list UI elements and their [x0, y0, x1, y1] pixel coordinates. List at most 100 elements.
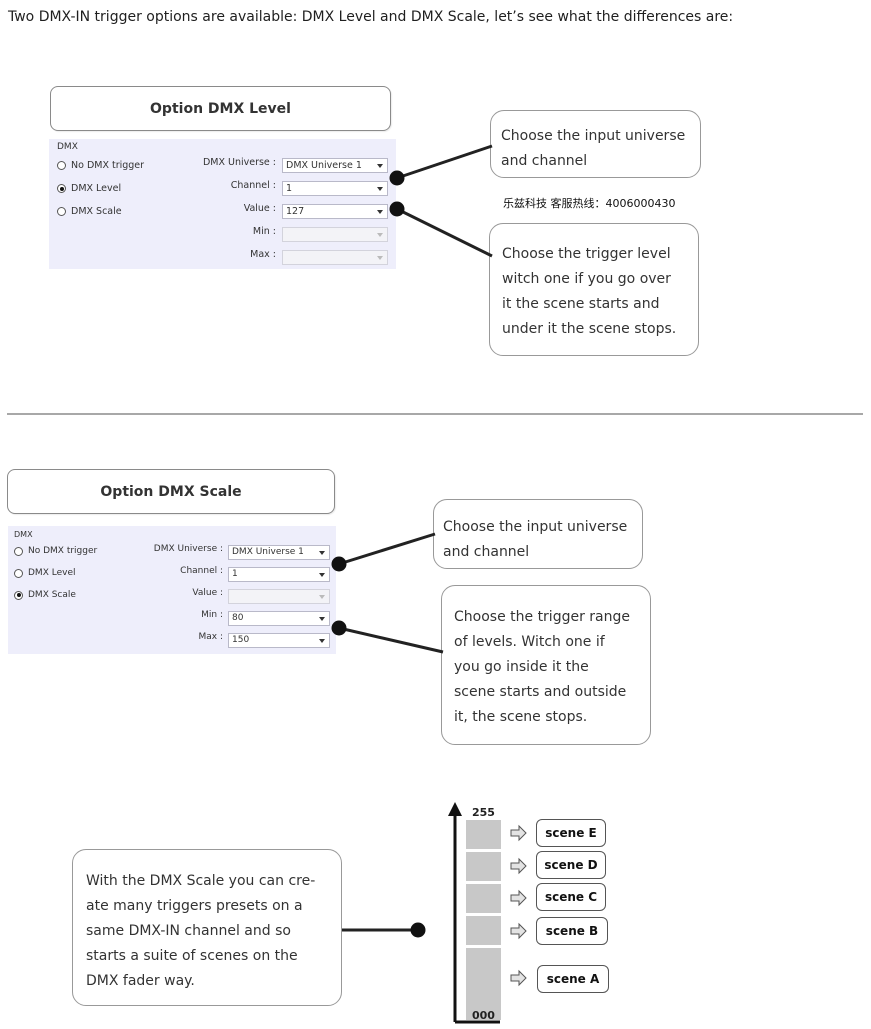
chevron-down-icon — [319, 573, 325, 577]
option-level-title: Option DMX Level — [50, 86, 391, 131]
connector-dot — [389, 170, 405, 186]
option-scale-title: Option DMX Scale — [7, 469, 335, 514]
field-label-universe: DMX Universe : — [153, 544, 223, 554]
field-label-channel: Channel : — [230, 180, 276, 191]
note-line: same DMX-IN channel and so — [86, 923, 291, 939]
callout-line: it the scene starts and — [502, 296, 660, 312]
connector-dot — [331, 620, 347, 636]
chevron-down-icon — [319, 639, 325, 643]
callout-line: Choose the input universe — [443, 519, 628, 535]
note-line: starts a suite of scenes on the — [86, 948, 298, 964]
field-label-min: Min : — [201, 610, 223, 620]
select-value: DMX Universe 1 — [232, 547, 304, 557]
note-line: DMX fader way. — [86, 973, 195, 989]
scene-d-box: scene D — [536, 851, 606, 879]
select-value: 150 — [232, 635, 250, 645]
fader-segment-b — [466, 916, 501, 945]
callout-line: and channel — [501, 153, 588, 169]
field-label-min: Min : — [252, 226, 276, 237]
select-value: 1 — [232, 569, 238, 579]
chevron-down-icon — [319, 617, 325, 621]
select-value: 127 — [286, 206, 305, 217]
min-select — [282, 227, 388, 242]
fader-segment-a — [466, 948, 501, 1020]
min-select[interactable]: 80 — [228, 611, 330, 626]
scene-e-box: scene E — [536, 819, 606, 847]
chevron-down-icon — [377, 187, 383, 191]
connector-dot — [331, 556, 347, 572]
scale-connectors — [331, 532, 444, 654]
callout-line: and channel — [443, 544, 530, 560]
radio-dmx-scale[interactable]: DMX Scale — [14, 590, 76, 600]
arrow-right-icon — [510, 824, 527, 842]
radio-label: No DMX trigger — [71, 160, 145, 171]
callout-line: it, the scene stops. — [454, 709, 588, 725]
connector-line — [338, 626, 444, 654]
radio-dmx-scale[interactable]: DMX Scale — [57, 206, 122, 217]
callout-input-universe: Choose the input universe and channel — [490, 110, 701, 178]
chevron-down-icon — [377, 233, 383, 237]
universe-select[interactable]: DMX Universe 1 — [282, 158, 388, 173]
arrow-right-icon — [510, 857, 527, 875]
callout-trigger-level: Choose the trigger level witch one if yo… — [489, 223, 699, 356]
connector-line — [396, 144, 493, 180]
radio-indicator — [57, 207, 66, 216]
radio-label: DMX Level — [71, 183, 122, 194]
value-select — [228, 589, 330, 604]
chevron-down-icon — [377, 210, 383, 214]
radio-label: DMX Level — [28, 568, 76, 578]
field-label-max: Max : — [250, 249, 276, 260]
field-label-universe: DMX Universe : — [202, 157, 276, 168]
dmx-scale-panel: DMX No DMX trigger DMX Level DMX Scale D… — [8, 526, 336, 654]
scene-a-box: scene A — [537, 965, 609, 993]
select-value: DMX Universe 1 — [286, 160, 362, 171]
radio-dmx-level[interactable]: DMX Level — [14, 568, 75, 578]
callout-line: you go inside it the — [454, 659, 589, 675]
field-label-value: Value : — [243, 203, 276, 214]
scene-c-box: scene C — [536, 883, 606, 911]
value-select[interactable]: 127 — [282, 204, 388, 219]
chevron-down-icon — [377, 164, 383, 168]
radio-indicator-selected — [57, 184, 66, 193]
radio-no-dmx-trigger[interactable]: No DMX trigger — [14, 546, 97, 556]
callout-line: witch one if you go over — [502, 271, 671, 287]
arrow-right-icon — [510, 922, 527, 940]
level-connectors — [389, 144, 493, 258]
max-select — [282, 250, 388, 265]
chevron-down-icon — [319, 551, 325, 555]
scene-b-box: scene B — [536, 917, 608, 945]
arrow-right-icon — [510, 969, 527, 987]
radio-label: DMX Scale — [71, 206, 122, 217]
dmx-group-label: DMX — [14, 530, 33, 539]
universe-select[interactable]: DMX Universe 1 — [228, 545, 330, 560]
fader-segment-e — [466, 820, 501, 849]
callout-line: Choose the input universe — [501, 128, 686, 144]
section-divider — [7, 413, 863, 415]
radio-label: DMX Scale — [28, 590, 76, 600]
intro-text: Two DMX-IN trigger options are available… — [8, 9, 734, 25]
radio-indicator — [14, 568, 23, 578]
arrow-right-icon — [510, 889, 527, 907]
field-label-max: Max : — [198, 632, 224, 642]
callout-line: Choose the trigger level — [502, 246, 671, 262]
channel-select[interactable]: 1 — [282, 181, 388, 196]
max-select[interactable]: 150 — [228, 633, 330, 648]
connector-dot — [410, 922, 426, 938]
fader-segment-c — [466, 884, 501, 913]
callout-line: scene starts and outside — [454, 684, 627, 700]
arrow-up-icon — [448, 802, 462, 816]
callout-line: under it the scene stops. — [502, 321, 677, 337]
scale-bottom-label: 000 — [472, 1009, 495, 1022]
scale-note: With the DMX Scale you can cre- ate many… — [72, 849, 342, 1006]
radio-dmx-level[interactable]: DMX Level — [57, 183, 121, 194]
dmx-level-panel: DMX No DMX trigger DMX Level DMX Scale D… — [49, 139, 396, 269]
note-line: With the DMX Scale you can cre- — [86, 873, 316, 889]
radio-indicator-selected — [14, 590, 23, 600]
callout-line: Choose the trigger range — [454, 609, 630, 625]
callout-input-universe-scale: Choose the input universe and channel — [433, 499, 643, 569]
channel-select[interactable]: 1 — [228, 567, 330, 582]
radio-no-dmx-trigger[interactable]: No DMX trigger — [57, 160, 144, 171]
radio-label: No DMX trigger — [28, 546, 98, 556]
hotline-text: 乐兹科技 客服热线：4006000430 — [503, 197, 676, 210]
callout-trigger-range: Choose the trigger range of levels. Witc… — [441, 585, 651, 745]
